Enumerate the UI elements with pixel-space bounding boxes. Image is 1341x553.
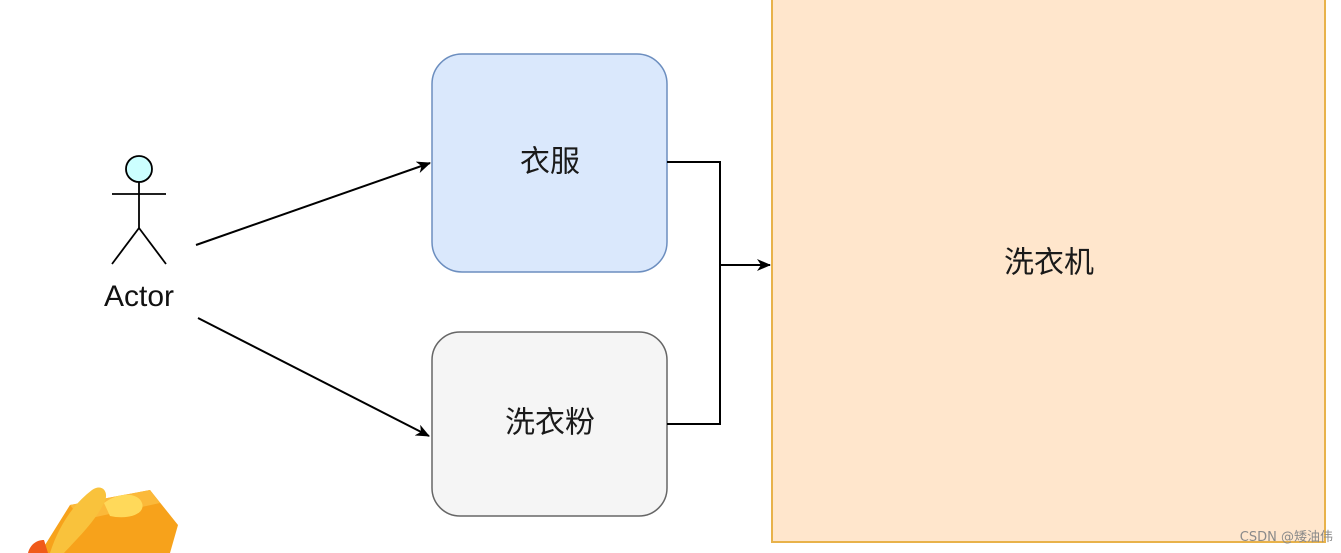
edge-actor-to-detergent[interactable] <box>197 317 430 437</box>
edge-detergent-to-washer[interactable] <box>667 265 721 425</box>
actor-label: Actor <box>104 280 174 313</box>
washer-label: 洗衣机 <box>1004 246 1094 281</box>
gift-box-icon <box>28 487 178 553</box>
edge-actor-to-clothes[interactable] <box>195 161 431 246</box>
clothes-label: 衣服 <box>520 145 580 180</box>
detergent-node[interactable]: 洗衣粉 <box>431 331 668 517</box>
actor-stick-figure-icon <box>111 155 167 265</box>
watermark-text: CSDN @矮油伟 <box>1240 530 1333 545</box>
detergent-label: 洗衣粉 <box>505 406 595 441</box>
edge-clothes-to-washer[interactable] <box>667 161 771 271</box>
clothes-node[interactable]: 衣服 <box>431 53 668 273</box>
washer-node[interactable]: 洗衣机 <box>771 0 1326 543</box>
actor[interactable]: Actor <box>104 155 174 313</box>
washer-box <box>771 0 1326 543</box>
